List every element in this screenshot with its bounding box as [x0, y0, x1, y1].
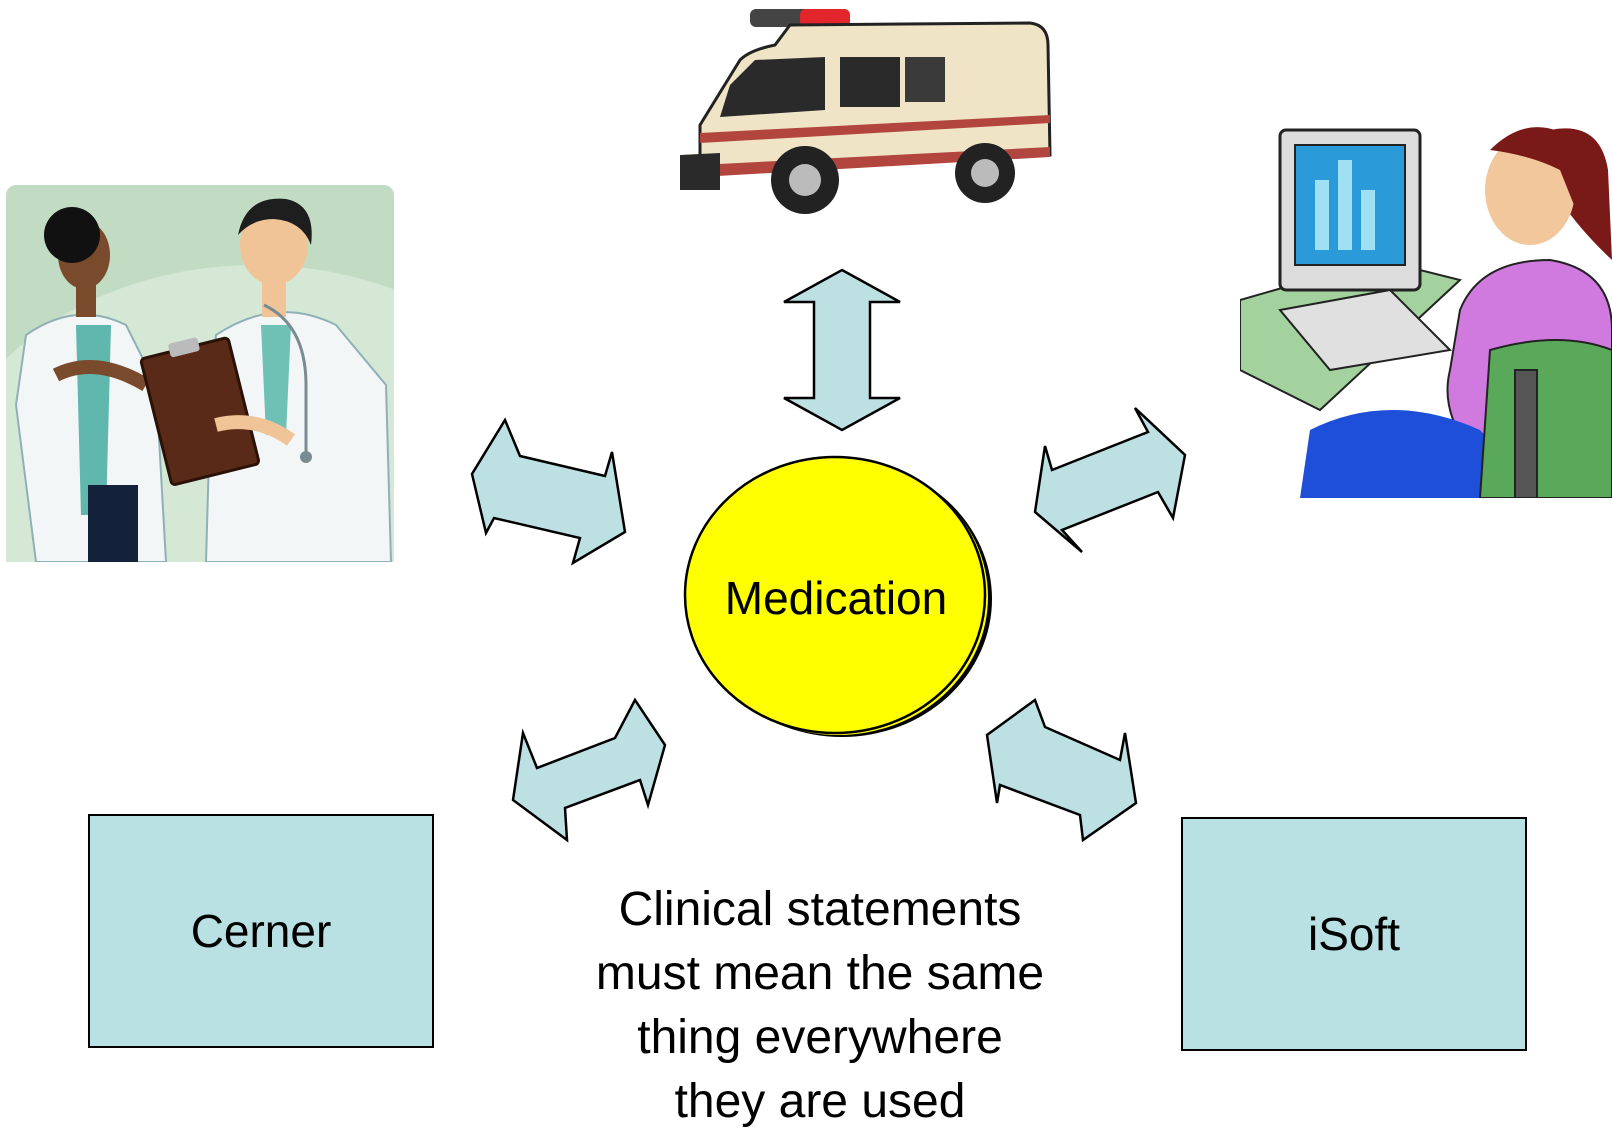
cerner-box: Cerner — [88, 814, 434, 1048]
isoft-label: iSoft — [1307, 908, 1401, 960]
arrow-medication-computer-user — [1033, 407, 1187, 553]
arrow-medication-ambulance — [783, 268, 901, 432]
caption-line: Clinical statements — [618, 883, 1022, 936]
medication-node — [683, 455, 992, 737]
caption-line: must mean the same — [595, 947, 1045, 1000]
arrow-medication-isoft — [985, 698, 1138, 843]
arrow-medication-clinicians — [470, 417, 627, 566]
arrow-medication-cerner — [511, 697, 667, 843]
caption-text: Clinical statements must mean the same t… — [520, 878, 1120, 1134]
computer-user-icon — [1240, 127, 1612, 498]
isoft-box: iSoft — [1181, 817, 1527, 1051]
caption-line: they are used — [674, 1075, 966, 1128]
caption-line: thing everywhere — [637, 1011, 1003, 1064]
ambulance-icon — [680, 9, 1052, 214]
medication-label: Medication — [724, 572, 948, 624]
clinicians-icon — [6, 185, 394, 562]
cerner-label: Cerner — [190, 905, 332, 957]
